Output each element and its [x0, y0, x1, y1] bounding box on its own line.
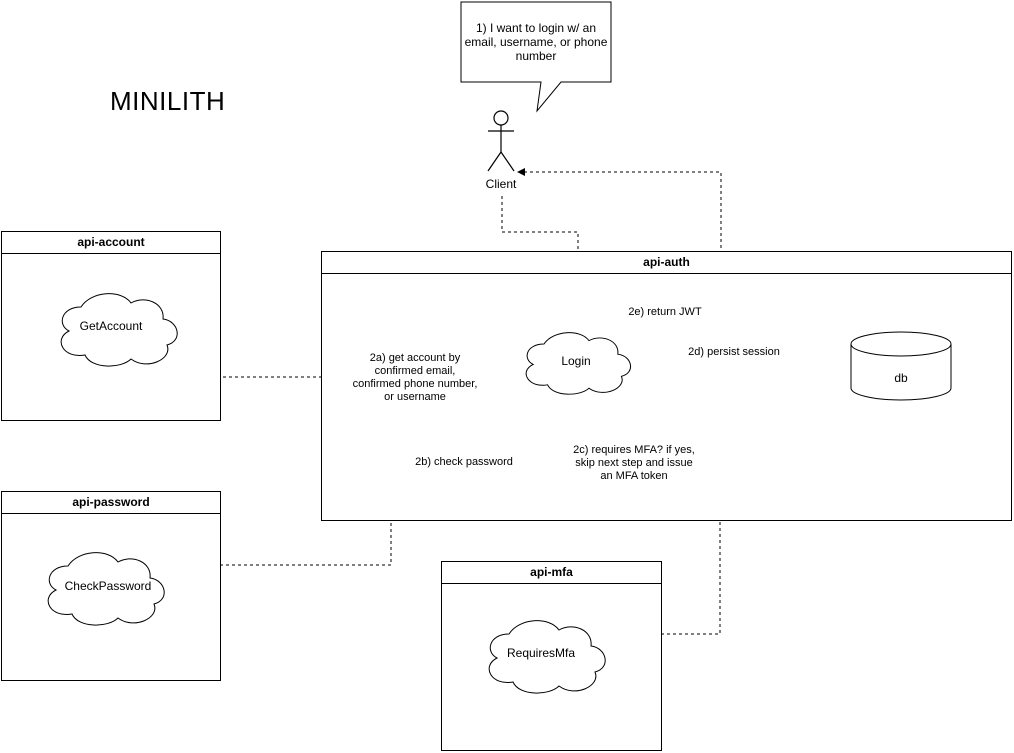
api-mfa-title: api-mfa — [442, 562, 661, 584]
db-cylinder-icon[interactable] — [850, 331, 952, 401]
edge-label-persist-session: 2d) persist session — [684, 346, 784, 359]
get-account-label: GetAccount — [79, 319, 143, 333]
check-password-cloud[interactable] — [47, 552, 165, 626]
db-label: db — [894, 371, 908, 385]
actor-label: Client — [471, 178, 531, 191]
edge-label-check-password: 2b) check password — [411, 456, 517, 469]
api-account-title: api-account — [2, 232, 220, 254]
login-cloud[interactable] — [525, 332, 631, 395]
speech-bubble-shape — [460, 1, 612, 113]
client-actor-icon — [487, 110, 515, 172]
api-account-box[interactable]: api-account — [1, 231, 221, 421]
get-account-cloud[interactable] — [60, 293, 178, 367]
api-auth-title: api-auth — [322, 252, 1011, 274]
speech-bubble-text: 1) I want to login w/ an email, username… — [464, 21, 608, 63]
edge-label-requires-mfa: 2c) requires MFA? if yes, skip next step… — [564, 444, 704, 483]
edge-label-get-account: 2a) get account by confirmed email, conf… — [344, 352, 486, 404]
login-label: Login — [561, 354, 591, 368]
api-password-title: api-password — [2, 492, 220, 514]
check-password-label: CheckPassword — [64, 579, 152, 593]
edge-label-return-jwt: 2e) return JWT — [624, 306, 706, 319]
requires-mfa-label: RequiresMfa — [506, 646, 576, 660]
requires-mfa-cloud[interactable] — [488, 620, 606, 694]
diagram-title: MINILITH — [110, 86, 226, 116]
